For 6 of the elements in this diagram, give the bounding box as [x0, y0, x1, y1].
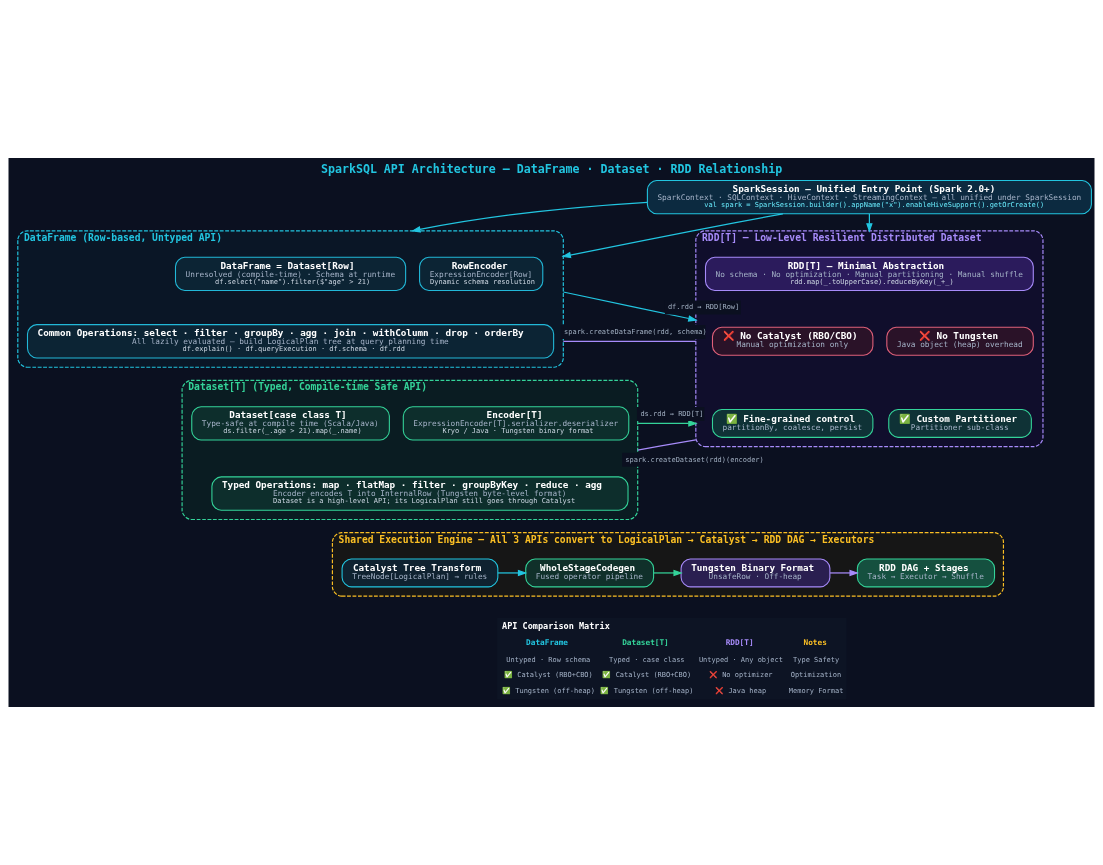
label: Notes: [803, 638, 827, 648]
label: API Comparison Matrix: [502, 620, 610, 631]
diagram-title: SparkSQL API Architecture — DataFrame · Dataset · RDD Relationship: [320, 161, 783, 176]
label: Dataset[T]: [622, 638, 669, 648]
label: DataFrame: [526, 638, 569, 648]
label: RDD[T]: [725, 638, 754, 648]
